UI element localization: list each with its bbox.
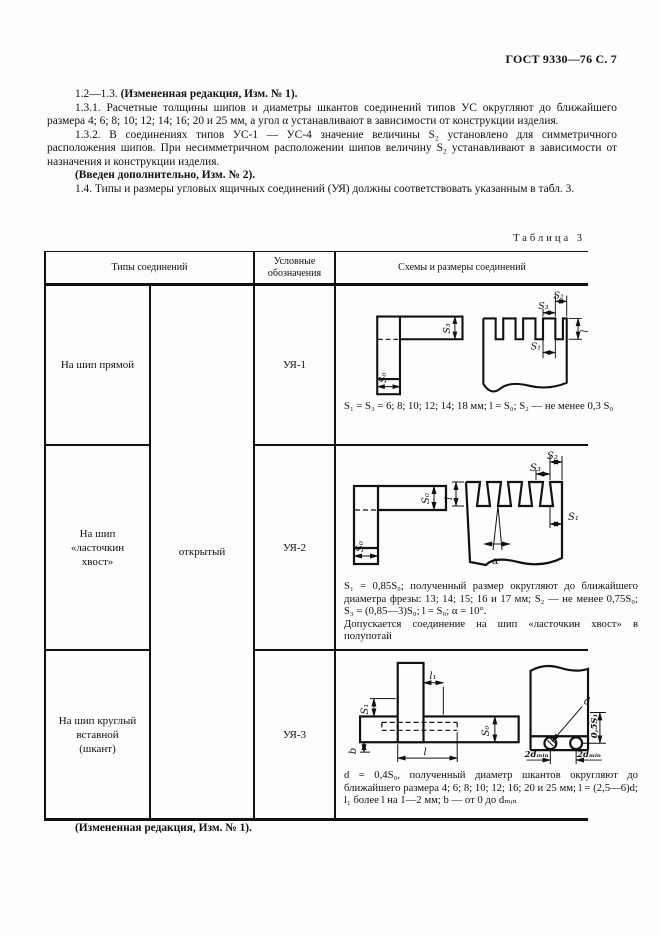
paragraph-1-3-1: 1.3.1. Расчетные толщины шипов и диаметр… (47, 101, 617, 128)
merged-cell-open: открытый (151, 286, 255, 818)
table-row-1-designation: УЯ-1 (255, 286, 336, 444)
dim-label-s2: S₂ (553, 291, 563, 302)
dim-label-l: l (444, 497, 455, 500)
dim-label-l: l (580, 330, 591, 333)
row-3-note: d = 0,4S₀, полученный диаметр шкантов ок… (344, 769, 638, 807)
dim-label-2dmin-right: 2dₘᵢₙ (576, 749, 601, 759)
table-row-2-scheme: S₀ S₀ l S₂ S₃ S₁ (336, 444, 638, 649)
page-header: ГОСТ 9330—76 С. 7 (505, 52, 617, 66)
row-1-note: S₁ = S₃ = 6; 8; 10; 12; 14; 18 мм; l = S… (344, 400, 614, 412)
dim-label-s1: S₁ (568, 512, 579, 523)
table-row-1-type: На шип прямой (46, 286, 151, 444)
row-2-note: S₁ = 0,85S₀; полученный размер округляют… (344, 580, 638, 618)
dim-label-s1: S₁ (360, 704, 371, 715)
joints-table: Типы соединений Условные обозначения Схе… (44, 251, 638, 821)
dim-label-s1: S₁ (531, 342, 541, 353)
col-header-schemes: Схемы и размеры соединений (336, 252, 588, 286)
dim-label-l1: l₁ (429, 671, 436, 682)
table-row-3-designation: УЯ-3 (255, 649, 336, 818)
dim-label-s0-top: S₀ (421, 493, 432, 504)
dim-label-s3: S₃ (538, 301, 548, 312)
table-row-3-scheme: l₁ S₁ S₀ b l (336, 649, 638, 818)
dim-label-s3-board: S₃ (442, 323, 453, 333)
dowel-joint-drawing: l₁ S₁ S₀ b l (348, 661, 606, 765)
dim-label-half-s1: 0,5S₁ (589, 714, 599, 738)
table-row-1-scheme: S₃ S₀ S₂ S₃ S₁ l S₁ = S₃ = 6; 8; 10; 12;… (336, 286, 613, 444)
paragraph-vveden: (Введен дополнительно, Изм. № 2). (75, 169, 256, 181)
dim-label-b: b (348, 748, 359, 754)
dovetail-joint-drawing: S₀ S₀ l S₂ S₃ S₁ (352, 451, 579, 567)
paragraph-1-2-bold: (Измененная редакция, Изм. № 1). (120, 88, 298, 100)
table-caption: Таблица 3 (513, 233, 585, 244)
col-header-types: Типы соединений (46, 252, 255, 286)
table-row-3-type: На шип круглый вставной (шкант) (46, 649, 151, 818)
row-2-note-2: Допускается соединение на шип «ласточкин… (344, 617, 638, 643)
table-row-2-type: На шип «ласточкин хвост» (46, 444, 151, 649)
dim-label-alpha: α (492, 556, 499, 567)
dim-label-s3: S₃ (530, 463, 541, 474)
paragraph-1-3-2: 1.3.2. В соединениях типов УС-1 — УС-4 з… (47, 128, 617, 168)
col-header-designation: Условные обозначения (255, 252, 336, 286)
body-text: 1.2—1.3. (Измененная редакция, Изм. № 1)… (47, 88, 617, 196)
dim-label-d: d (584, 697, 590, 708)
dim-label-s0: S₀ (378, 372, 389, 382)
dim-label-l: l (423, 747, 426, 758)
dim-label-s0: S₀ (481, 725, 492, 736)
dim-label-s0-side: S₀ (355, 541, 366, 552)
dim-label-s2: S₂ (547, 451, 558, 462)
paragraph-1-2-number: 1.2—1.3. (75, 88, 121, 100)
paragraph-1-4: 1.4. Типы и размеры угловых ящичных соед… (75, 182, 575, 195)
straight-tenon-joint-drawing: S₃ S₀ S₂ S₃ S₁ l (376, 291, 591, 396)
paragraph-1-2: 1.2—1.3. (Измененная редакция, Изм. № 1)… (47, 88, 617, 102)
table-row-2-designation: УЯ-2 (255, 444, 336, 649)
dim-label-2dmin-left: 2dₘᵢₙ (524, 749, 549, 759)
footer-note: (Измененная редакция, Изм. № 1). (75, 822, 252, 834)
